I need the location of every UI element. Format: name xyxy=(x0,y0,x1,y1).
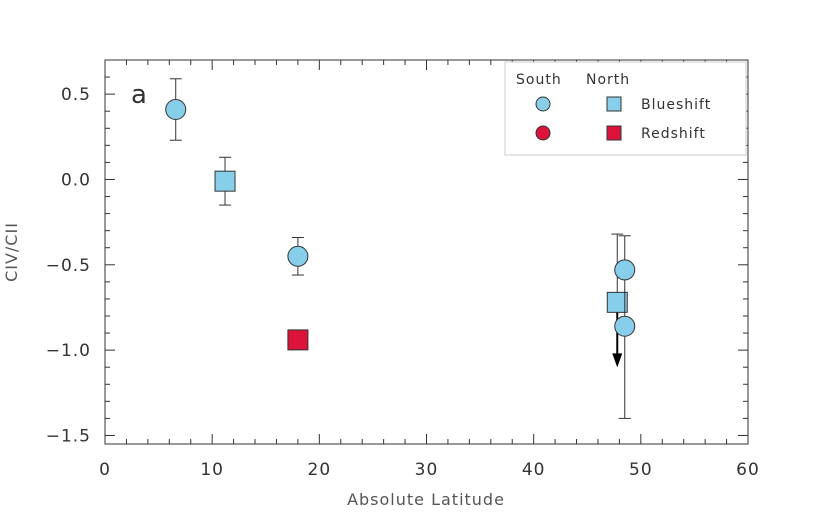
y-tick-label: −1.0 xyxy=(46,341,91,361)
x-tick-label: 40 xyxy=(522,460,546,480)
x-tick-label: 0 xyxy=(99,460,111,480)
y-tick-label: 0.5 xyxy=(61,85,91,105)
legend-col-south: South xyxy=(516,72,562,88)
data-point-south xyxy=(165,98,187,120)
y-axis-title: CIV/CII xyxy=(2,222,21,282)
x-axis-title: Absolute Latitude xyxy=(347,490,505,509)
axis-tick-labels: 0 10 20 30 40 50 60 0.5 0.0 −0.5 −1.0 −1.5 xyxy=(46,85,760,480)
data-points xyxy=(165,78,636,419)
x-tick-label: 10 xyxy=(200,460,224,480)
y-tick-label: 0.0 xyxy=(61,170,91,190)
legend-north-blueshift-marker xyxy=(606,96,622,112)
x-tick-label: 30 xyxy=(415,460,439,480)
data-point-south xyxy=(614,259,636,281)
x-tick-label: 50 xyxy=(629,460,653,480)
y-tick-label: −0.5 xyxy=(46,256,91,276)
legend-south-blueshift-marker xyxy=(535,96,551,112)
legend-north-redshift-marker xyxy=(606,125,622,141)
x-tick-label: 60 xyxy=(736,460,760,480)
legend-south-redshift-marker xyxy=(535,125,551,141)
y-tick-label: −1.5 xyxy=(46,426,91,446)
data-point-north xyxy=(214,170,236,192)
data-point-south xyxy=(614,315,636,337)
legend-redshift-label: Redshift xyxy=(641,126,706,142)
data-point-north xyxy=(287,329,309,351)
panel-label: a xyxy=(131,80,147,110)
data-point-north xyxy=(606,291,628,313)
legend-blueshift-label: Blueshift xyxy=(641,97,711,113)
upper-limit-arrow-head xyxy=(612,353,623,368)
legend-col-north: North xyxy=(586,72,630,88)
legend: South North Blueshift Redshift xyxy=(504,61,747,156)
data-point-south xyxy=(287,245,309,267)
x-tick-label: 20 xyxy=(308,460,332,480)
